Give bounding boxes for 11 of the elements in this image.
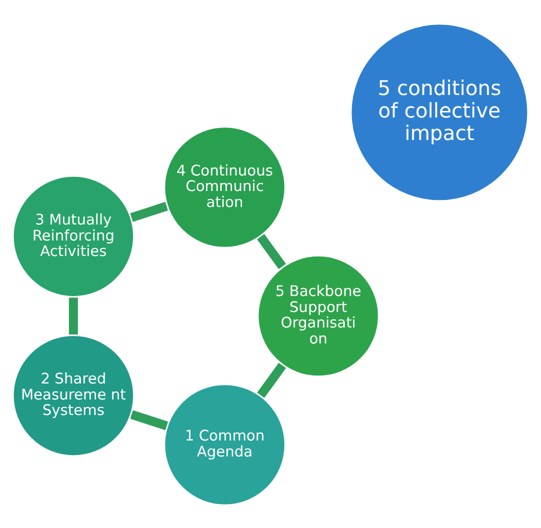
connector <box>257 234 286 269</box>
connector <box>130 201 168 222</box>
node-circle: 5 Backbone Support Organisati on <box>256 254 380 378</box>
connector <box>68 297 78 334</box>
connector <box>130 410 168 430</box>
node-circle: 5 conditions of collective impact <box>349 22 530 202</box>
node-circle: 1 Common Agenda <box>162 382 287 506</box>
node-circle: 3 Mutually Reinforcing Activities <box>12 174 136 298</box>
node-circle: 2 Shared Measureme nt Systems <box>12 333 136 457</box>
connector <box>257 362 286 398</box>
node-circle: 4 Continuous Communic ation <box>162 124 287 249</box>
